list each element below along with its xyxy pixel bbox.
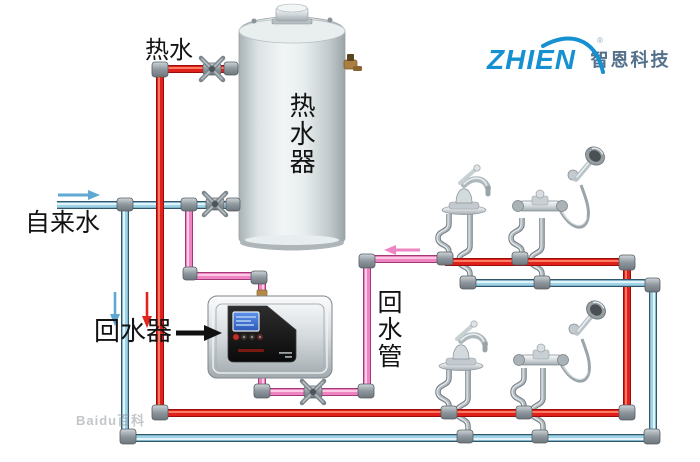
- fixture-supply-pipes: [435, 214, 546, 437]
- brand-logo: ZHIEN ® 智恩科技: [487, 36, 671, 76]
- flow-arrow-cold-down: [110, 292, 120, 326]
- lower-faucet-supplies: [435, 366, 471, 437]
- upper-faucet-supplies: [435, 214, 473, 283]
- shutoff-valve-hot-outlet: [201, 58, 223, 80]
- cold-water-upper-branch: [466, 279, 640, 287]
- registered-mark: ®: [597, 36, 603, 45]
- watermark: Baidu百科: [76, 413, 146, 428]
- return-water-device: [207, 289, 333, 379]
- logo-swoosh-icon: [541, 36, 605, 74]
- basin-faucet-upper: [442, 165, 488, 215]
- tap-water-label: 自来水: [25, 209, 101, 237]
- brand-logo-text: ZHIEN: [487, 44, 576, 75]
- flow-arrow-hot-down: [142, 292, 152, 328]
- return-pipe-label: 回水管: [374, 289, 402, 370]
- flow-arrow-cold-in: [58, 190, 100, 200]
- pipe-fittings: [116, 61, 661, 445]
- water-heater-label: 热水器: [286, 92, 317, 176]
- lower-shower-supplies: [510, 368, 546, 437]
- device-buttons: [232, 333, 263, 341]
- shutoff-valve-return: [302, 381, 324, 403]
- shower-mixer-upper: [513, 143, 609, 227]
- return-device-pointer-arrow: [176, 325, 222, 341]
- device-lcd-screen: [232, 311, 260, 332]
- shower-mixer-lower: [514, 297, 610, 381]
- flow-arrow-return-left: [384, 245, 420, 255]
- heater-top-cap: [251, 3, 333, 25]
- water-heater-tank: [238, 3, 362, 251]
- basin-faucet-lower: [439, 321, 485, 371]
- company-name: 智恩科技: [590, 50, 671, 70]
- upper-shower-supplies: [508, 218, 545, 283]
- hot-water-label: 热水: [145, 37, 193, 64]
- return-device-label: 回水器: [94, 316, 173, 346]
- heater-drain-valve: [343, 54, 362, 71]
- shutoff-valve-cold-inlet: [204, 193, 226, 215]
